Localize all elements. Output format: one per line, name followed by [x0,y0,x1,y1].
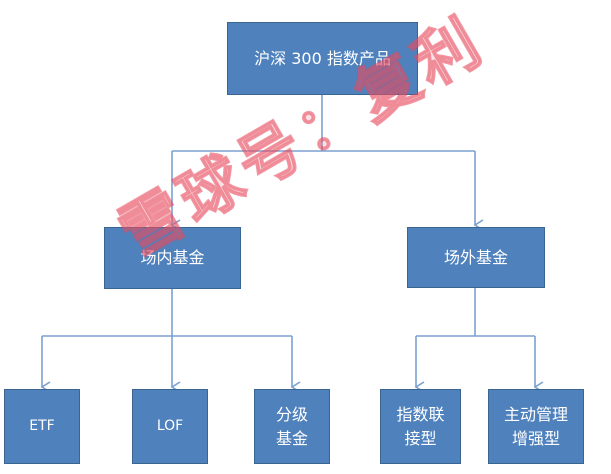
root-label: 沪深 300 指数产品 [254,48,391,68]
etf-label: ETF [29,418,55,435]
graded-funds-label: 分级 基金 [275,405,308,448]
otc-funds-label: 场外基金 [443,247,508,267]
otc-funds-node: 场外基金 [407,227,545,288]
index-linked-node: 指数联 接型 [380,389,461,464]
etf-node: ETF [4,389,80,464]
active-enhanced-label: 主动管理 增强型 [503,405,568,448]
exchange-funds-label: 场内基金 [140,248,205,268]
graded-funds-node: 分级 基金 [254,389,330,464]
root-node: 沪深 300 指数产品 [227,22,418,95]
index-linked-label: 指数联 接型 [396,405,445,448]
lof-node: LOF [132,389,208,464]
active-enhanced-node: 主动管理 增强型 [488,389,584,464]
exchange-funds-node: 场内基金 [104,227,241,289]
lof-label: LOF [156,418,184,435]
